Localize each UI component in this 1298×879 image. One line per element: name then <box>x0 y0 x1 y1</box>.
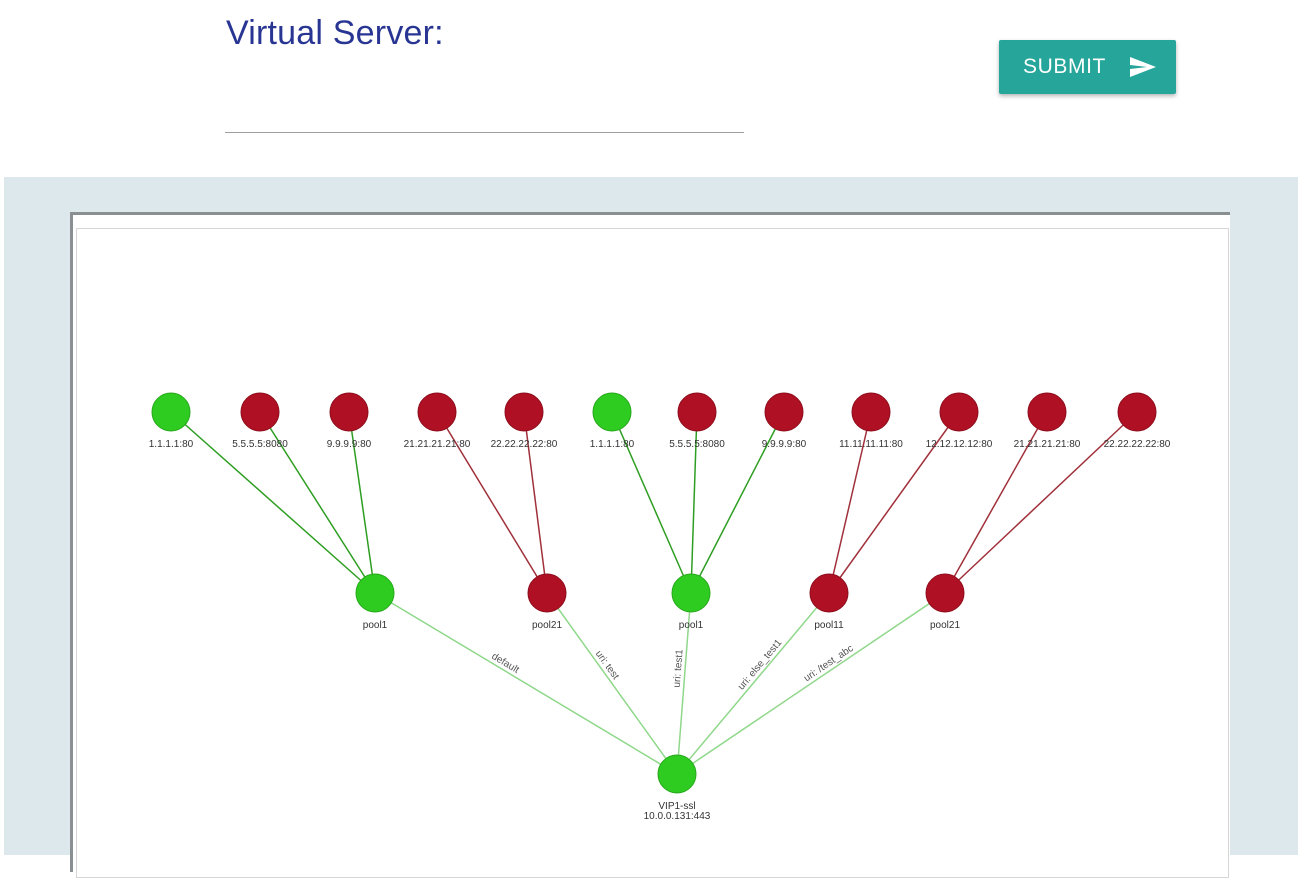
rule-link <box>546 592 678 775</box>
pool-node[interactable] <box>809 573 849 613</box>
submit-label: SUBMIT <box>1023 55 1106 78</box>
pool-label: pool1 <box>363 620 388 631</box>
virtual-server-input[interactable] <box>225 96 744 133</box>
member-label: 1.1.1.1:80 <box>149 439 194 450</box>
member-node[interactable] <box>240 392 280 432</box>
member-link <box>690 411 698 594</box>
member-link <box>436 411 548 594</box>
rule-link <box>374 592 678 775</box>
member-node[interactable] <box>1117 392 1157 432</box>
member-node[interactable] <box>592 392 632 432</box>
rule-label: default <box>489 651 521 676</box>
member-label: 9.9.9.9:80 <box>327 439 372 450</box>
rule-link <box>676 592 692 775</box>
member-node[interactable] <box>504 392 544 432</box>
member-node[interactable] <box>764 392 804 432</box>
member-label: 22.22.22.22:80 <box>491 439 558 450</box>
pool-node[interactable] <box>527 573 567 613</box>
member-link <box>828 411 960 594</box>
rule-link <box>676 592 830 775</box>
member-link <box>523 411 548 594</box>
vip-name-label: VIP1-ssl <box>658 801 695 812</box>
pool-node[interactable] <box>671 573 711 613</box>
pool-node[interactable] <box>355 573 395 613</box>
pool-label: pool1 <box>679 620 704 631</box>
member-label: 12.12.12.12:80 <box>926 439 993 450</box>
member-label: 9.9.9.9:80 <box>762 439 807 450</box>
member-label: 22.22.22.22:80 <box>1104 439 1171 450</box>
vip-address-label: 10.0.0.131:443 <box>644 811 711 822</box>
member-node[interactable] <box>329 392 369 432</box>
member-node[interactable] <box>417 392 457 432</box>
member-link <box>944 411 1048 594</box>
member-node[interactable] <box>939 392 979 432</box>
member-label: 11.11.11.11:80 <box>839 439 903 450</box>
rule-label: uri: test1 <box>672 649 686 689</box>
member-link <box>259 411 376 594</box>
pool-node[interactable] <box>925 573 965 613</box>
member-label: 21.21.21.21:80 <box>1014 439 1081 450</box>
member-link <box>944 411 1138 594</box>
member-label: 21.21.21.21:80 <box>404 439 471 450</box>
submit-button[interactable]: SUBMIT <box>999 40 1176 94</box>
member-link <box>828 411 872 594</box>
rule-label: uri: else_test1 <box>736 637 785 692</box>
virtual-server-label: Virtual Server: <box>226 14 444 52</box>
vip-node[interactable] <box>657 754 697 794</box>
member-link <box>690 411 785 594</box>
member-node[interactable] <box>677 392 717 432</box>
header: Virtual Server: SUBMIT <box>0 0 1298 177</box>
member-label: 5.5.5.5:8080 <box>669 439 725 450</box>
member-label: 5.5.5.5:8080 <box>232 439 288 450</box>
pool-label: pool21 <box>930 620 960 631</box>
rule-label: uri: /test_abc <box>802 643 856 684</box>
member-node[interactable] <box>1027 392 1067 432</box>
pool-label: pool11 <box>814 620 844 631</box>
member-link <box>170 411 376 594</box>
rule-link <box>676 592 946 775</box>
member-link <box>348 411 376 594</box>
send-icon <box>1128 55 1158 79</box>
member-label: 1.1.1.1:80 <box>590 439 635 450</box>
member-node[interactable] <box>151 392 191 432</box>
member-link <box>611 411 692 594</box>
pool-label: pool21 <box>532 620 562 631</box>
member-node[interactable] <box>851 392 891 432</box>
